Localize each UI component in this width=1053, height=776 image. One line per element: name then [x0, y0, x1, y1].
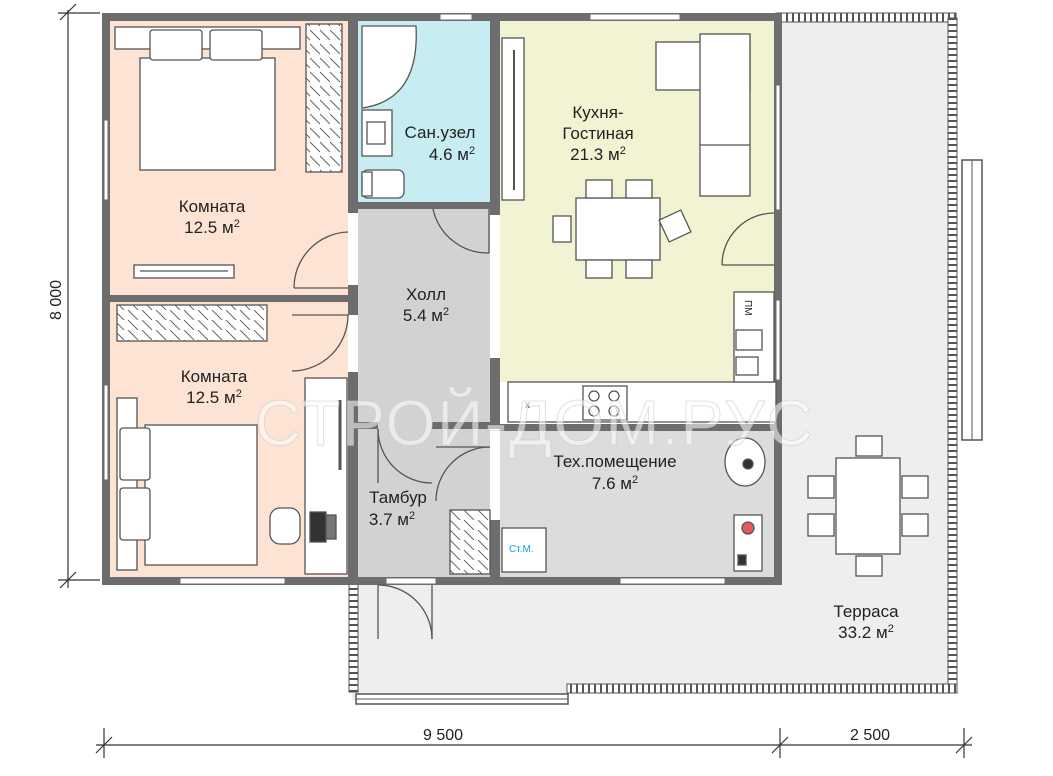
terrace-area-label: 33.2 м2 — [838, 623, 894, 642]
dimension-vertical: 8 000 — [48, 280, 65, 320]
hall-floor — [358, 208, 490, 424]
kitchen-area: 21.3 м2 — [570, 145, 626, 164]
dishwasher-label: ПМ — [742, 300, 753, 316]
desk-icon — [269, 377, 348, 575]
windows — [103, 13, 781, 585]
bathroom-name: Сан.узел — [405, 123, 476, 142]
bathroom-fixtures — [361, 25, 417, 199]
dresser-icon — [133, 264, 235, 279]
dimension-lines — [58, 3, 973, 758]
dimension-terrace: 2 500 — [850, 727, 890, 744]
bathroom-area: 4.6 м2 — [429, 145, 475, 164]
bed-icon — [116, 397, 258, 571]
wardrobe-icon — [305, 23, 343, 173]
kitchen-name-line2: Гостиная — [562, 124, 633, 143]
dimension-main: 9 500 — [423, 727, 463, 744]
wardrobe-icon — [116, 304, 268, 342]
tech-name: Тех.помещение — [553, 452, 676, 471]
sink-mark: x — [525, 400, 530, 411]
terrace-area — [348, 12, 983, 705]
terrace-name: Терраса — [833, 602, 899, 621]
tech-area: 7.6 м2 — [592, 474, 638, 493]
bedroom2-name: Комната — [181, 367, 248, 386]
vestibule-area: 3.7 м2 — [369, 510, 415, 529]
kitchen-furniture — [501, 33, 777, 423]
terrace-table-icon — [807, 435, 929, 577]
watermark: СТРОЙ-ДОМ.РУС — [255, 386, 815, 459]
bed-icon — [114, 26, 301, 171]
washer-label: Ст.М. — [509, 544, 534, 555]
bedroom1-name: Комната — [179, 197, 246, 216]
hall-area: 5.4 м2 — [403, 306, 449, 325]
bedroom1-area: 12.5 м2 — [184, 218, 240, 237]
bedroom2-area: 12.5 м2 — [186, 388, 242, 407]
kitchen-name-line1: Кухня- — [572, 103, 623, 122]
hall-name: Холл — [406, 285, 446, 304]
tech-equipment — [449, 437, 766, 575]
doors — [291, 208, 775, 640]
vestibule-name: Тамбур — [369, 488, 427, 507]
